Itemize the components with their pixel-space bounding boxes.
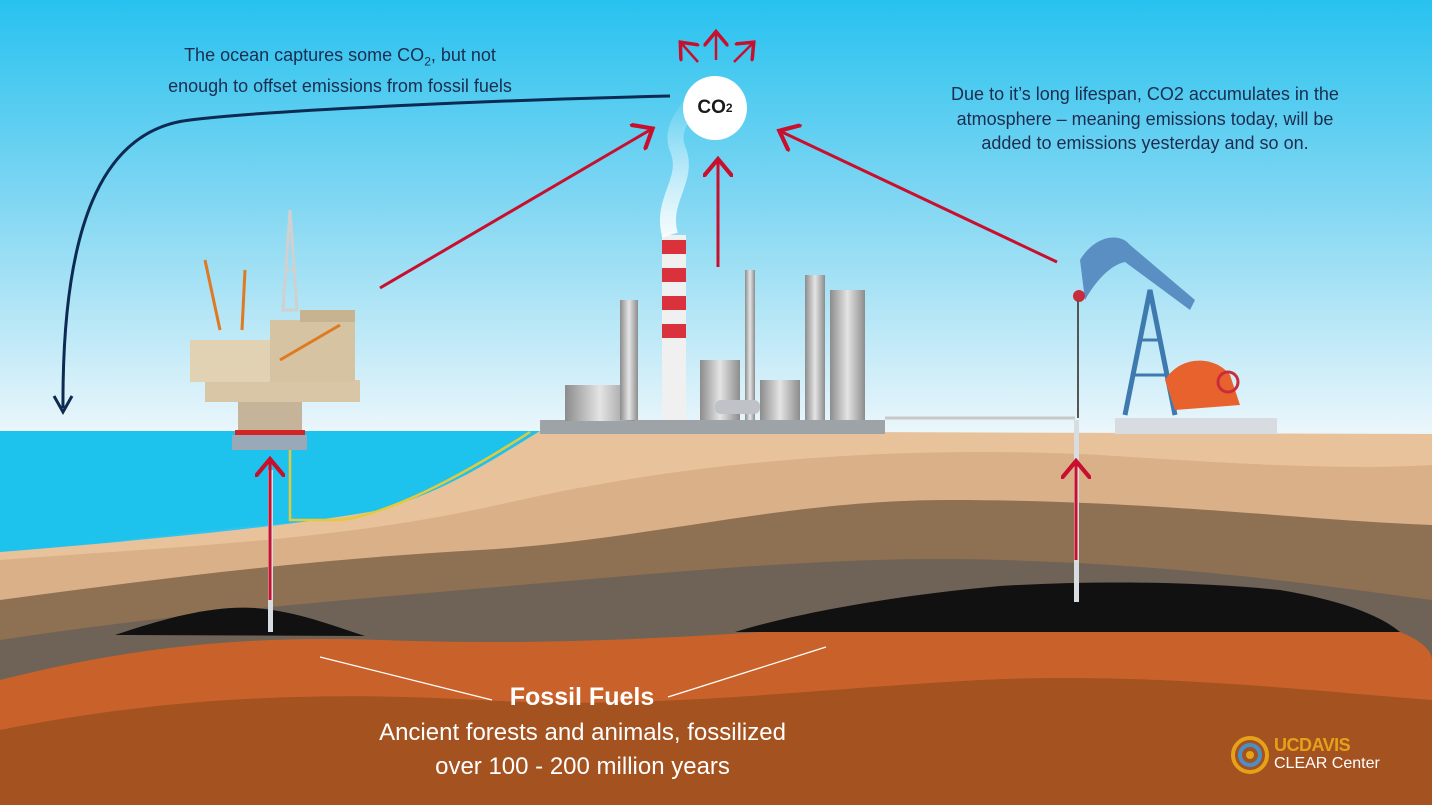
- caption-lifespan-line2: atmosphere – meaning emissions today, wi…: [956, 108, 1334, 129]
- logo-davis: DAVIS: [1299, 735, 1351, 755]
- fossil-fuels-line2: over 100 - 200 million years: [435, 753, 730, 780]
- caption-ocean-line1: The ocean captures some CO2, but not: [110, 43, 570, 74]
- co2-subscript: 2: [725, 101, 733, 115]
- logo-ucdavis-text: UCDAVIS: [1274, 735, 1351, 756]
- ucdavis-logo-icon: [1231, 736, 1269, 774]
- pumpjack-icon: [1073, 237, 1277, 434]
- leader-line-left: [319, 656, 493, 701]
- arrow-rig-to-co2: [379, 130, 650, 290]
- ucdavis-clear-logo: UCDAVIS CLEAR Center: [1230, 733, 1420, 777]
- caption-ocean-capture: The ocean captures some CO2, but not eno…: [110, 43, 570, 99]
- logo-clear-center: CLEAR Center: [1274, 755, 1380, 772]
- leader-line-right: [667, 646, 827, 698]
- refinery-icon: [540, 86, 1075, 434]
- fossil-fuels-title: Fossil Fuels: [509, 683, 655, 711]
- co2-label: CO: [697, 97, 726, 118]
- arrow-pumpjack-to-co2: [782, 132, 1058, 264]
- arrow-co2-to-ocean-head: [52, 395, 74, 416]
- logo-uc: UC: [1274, 735, 1300, 755]
- fossil-fuels-line1: Ancient forests and animals, fossilized: [379, 719, 786, 746]
- arrow-co2-out-left: [682, 44, 698, 63]
- caption-ocean-line1-pre: The ocean captures some CO: [184, 45, 425, 65]
- oil-pocket-right: [735, 582, 1400, 632]
- caption-co2-lifespan: Due to it’s long lifespan, CO2 accumulat…: [905, 82, 1385, 156]
- caption-ocean-line1-post: , but not: [430, 45, 496, 65]
- arrow-co2-to-ocean: [61, 94, 671, 409]
- fossil-fuels-description: Ancient forests and animals, fossilized …: [330, 716, 835, 784]
- arrow-co2-out-right: [733, 44, 752, 63]
- offshore-oil-rig-icon: [190, 209, 531, 522]
- caption-ocean-line2: enough to offset emissions from fossil f…: [168, 76, 512, 97]
- deep-bedrock: [0, 678, 1432, 805]
- caption-lifespan-line3: added to emissions yesterday and so on.: [981, 133, 1309, 153]
- caption-lifespan-line1: Due to it’s long lifespan, CO2 accumulat…: [951, 84, 1339, 104]
- caption-ocean-line1-sub: 2: [424, 54, 431, 69]
- oil-pocket-left: [115, 607, 365, 636]
